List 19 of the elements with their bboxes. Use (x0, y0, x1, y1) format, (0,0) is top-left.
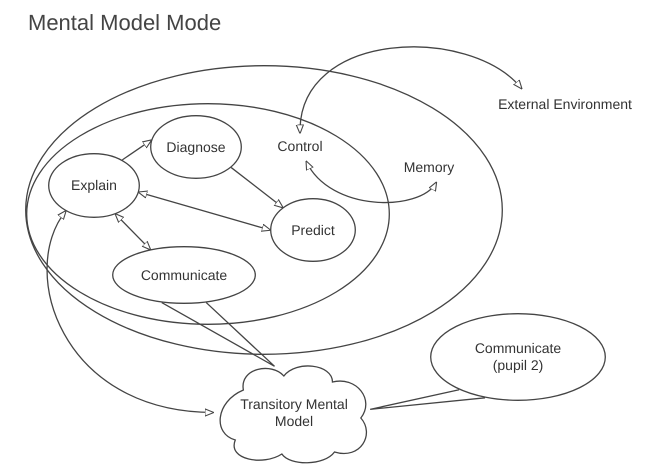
node-label: External Environment (498, 96, 632, 112)
node-label: Control (277, 138, 323, 154)
node-label: Predict (291, 222, 335, 238)
arrow (296, 46, 523, 134)
arrow (138, 190, 272, 232)
speech-bubble-tail (370, 389, 486, 410)
arrow (230, 167, 284, 208)
node-label: Diagnose (166, 138, 226, 156)
node-label: Explain (71, 177, 117, 194)
speech-bubble-tail (161, 302, 276, 367)
arrow (122, 139, 152, 160)
arrow (114, 213, 152, 251)
node-label: Memory (404, 158, 454, 176)
node-label: Transitory Mental Model (239, 396, 349, 430)
arrow (305, 160, 438, 204)
node-label: Communicate (pupil 2) (474, 340, 562, 374)
diagram-title: Mental Model Mode (28, 10, 222, 36)
arrow (46, 210, 214, 416)
node-label: Communicate (140, 266, 228, 284)
